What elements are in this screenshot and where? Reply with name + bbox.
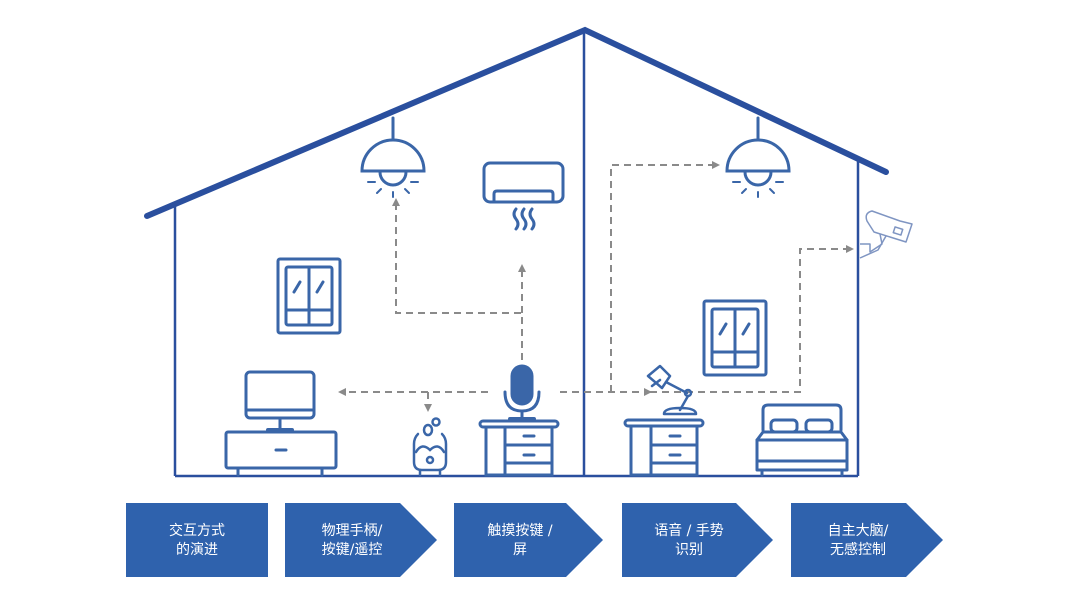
- step-3-line-1: 触摸按键 /: [487, 523, 553, 539]
- bed-icon: [755, 403, 849, 477]
- evolution-steps: [126, 503, 943, 577]
- air-conditioner-icon: [482, 161, 565, 231]
- window-icon: [276, 257, 342, 335]
- camera-icon: [859, 210, 913, 259]
- control-arrows: [338, 161, 854, 412]
- step-3-line-2: 屏: [513, 542, 527, 558]
- step-5-shape: [791, 503, 943, 577]
- step-1-line-2: 的演进: [176, 542, 218, 558]
- step-3-shape: [454, 503, 603, 577]
- pendant-lamp-right-icon: [725, 116, 791, 198]
- step-2-label: 物理手柄/ 按键/遥控: [285, 522, 419, 560]
- window-right-icon: [702, 299, 768, 377]
- step-1-shape: [126, 503, 268, 577]
- step-2-line-2: 按键/遥控: [321, 542, 383, 558]
- step-2-shape: [285, 503, 437, 577]
- pendant-lamp-icon: [360, 116, 426, 198]
- tv-icon: [224, 370, 338, 477]
- nightstand-right: [623, 418, 705, 477]
- nightstand-left: [478, 419, 560, 477]
- microphone-icon: [503, 364, 541, 421]
- humidifier-icon: [412, 417, 448, 477]
- step-5-line-2: 无感控制: [830, 542, 886, 558]
- step-4-line-2: 识别: [675, 542, 703, 558]
- step-2-line-1: 物理手柄/: [321, 523, 383, 539]
- desk-lamp-icon: [646, 364, 698, 416]
- step-4-label: 语音 / 手势 识别: [622, 522, 756, 560]
- arrow-to-right-lamp: [610, 161, 720, 392]
- step-5-label: 自主大脑/ 无感控制: [791, 522, 925, 560]
- step-4-line-1: 语音 / 手势: [654, 523, 724, 539]
- step-5-line-1: 自主大脑/: [827, 523, 889, 539]
- arrow-to-camera: [650, 245, 854, 393]
- step-4-shape: [622, 503, 773, 577]
- step-3-label: 触摸按键 / 屏: [454, 522, 586, 560]
- step-1-line-1: 交互方式: [169, 523, 225, 539]
- arrow-to-left-lamp: [392, 198, 523, 360]
- roof: [144, 26, 889, 219]
- step-1-label: 交互方式 的演进: [126, 522, 268, 560]
